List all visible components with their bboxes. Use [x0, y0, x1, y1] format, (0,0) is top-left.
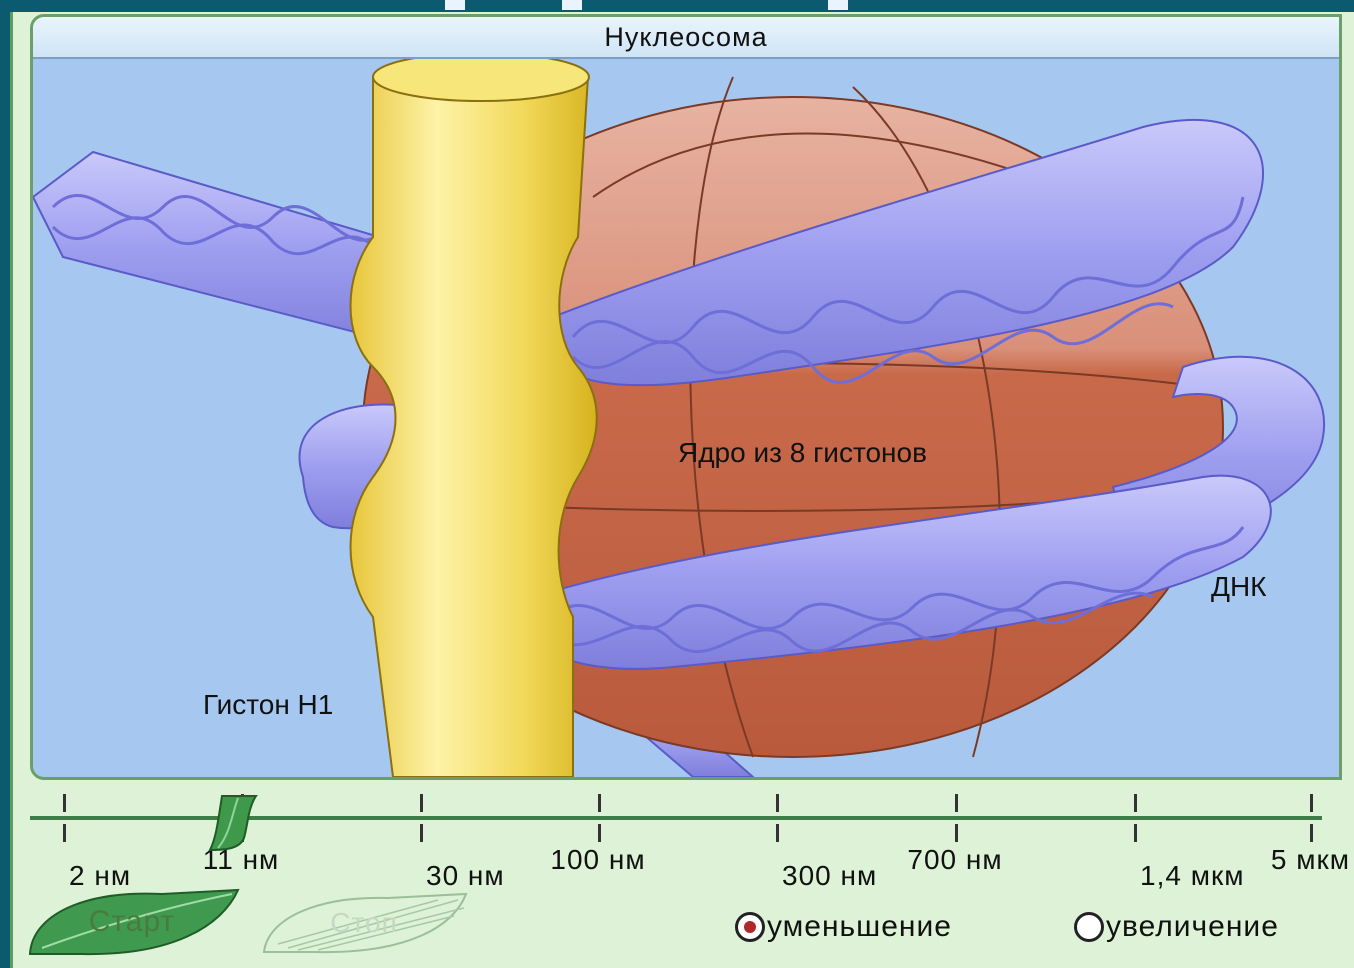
scale-tick — [420, 824, 423, 842]
slide-top-block — [562, 0, 582, 10]
dna-label: ДНК — [1211, 571, 1267, 603]
scale-tick-label[interactable]: 30 нм — [426, 860, 505, 892]
scale-tick — [955, 794, 958, 812]
slide-top-block — [828, 0, 848, 10]
radio-decrease-label: уменьшение — [767, 910, 952, 944]
scale-thumb[interactable] — [208, 794, 258, 852]
stop-button[interactable]: Стоп — [258, 890, 470, 956]
viewport-title: Нуклеосома — [33, 17, 1339, 59]
radio-decrease[interactable]: уменьшение — [735, 910, 952, 944]
histone-h1-label: Гистон Н1 — [203, 689, 333, 721]
scale-tick — [1310, 794, 1313, 812]
scale-tick — [63, 794, 66, 812]
nucleosome-illustration — [33, 17, 1339, 777]
start-button[interactable]: Старт — [22, 886, 242, 958]
scale-tick — [955, 824, 958, 842]
scale-tick-label[interactable]: 5 мкм — [1271, 844, 1350, 876]
radio-increase-label: увеличение — [1106, 910, 1279, 944]
stop-label: Стоп — [258, 890, 470, 956]
radio-selected-dot — [744, 921, 756, 933]
scale-tick — [598, 824, 601, 842]
scale-tick — [420, 794, 423, 812]
scale-tick — [1310, 824, 1313, 842]
scale-tick — [776, 794, 779, 812]
scale-tick — [776, 824, 779, 842]
scale-tick — [598, 794, 601, 812]
scale-tick — [1134, 824, 1137, 842]
nucleosome-viewport: Нуклеосома Ядро из 8 гистонов ДНК Гистон… — [30, 14, 1342, 780]
scale-tick-label[interactable]: 100 нм — [550, 844, 645, 876]
radio-increase-circle[interactable] — [1074, 912, 1104, 942]
scale-tick — [63, 824, 66, 842]
scale-tick-label[interactable]: 300 нм — [782, 860, 877, 892]
scale-tick — [1134, 794, 1137, 812]
core-label: Ядро из 8 гистонов — [678, 437, 927, 469]
scale-tick-label[interactable]: 700 нм — [907, 844, 1002, 876]
scale-tick-label[interactable]: 1,4 мкм — [1140, 860, 1244, 892]
start-label: Старт — [22, 886, 242, 958]
slide-top-block — [445, 0, 465, 10]
slide-top-bar — [0, 0, 1354, 12]
radio-decrease-circle[interactable] — [735, 912, 765, 942]
radio-increase[interactable]: увеличение — [1074, 910, 1279, 944]
